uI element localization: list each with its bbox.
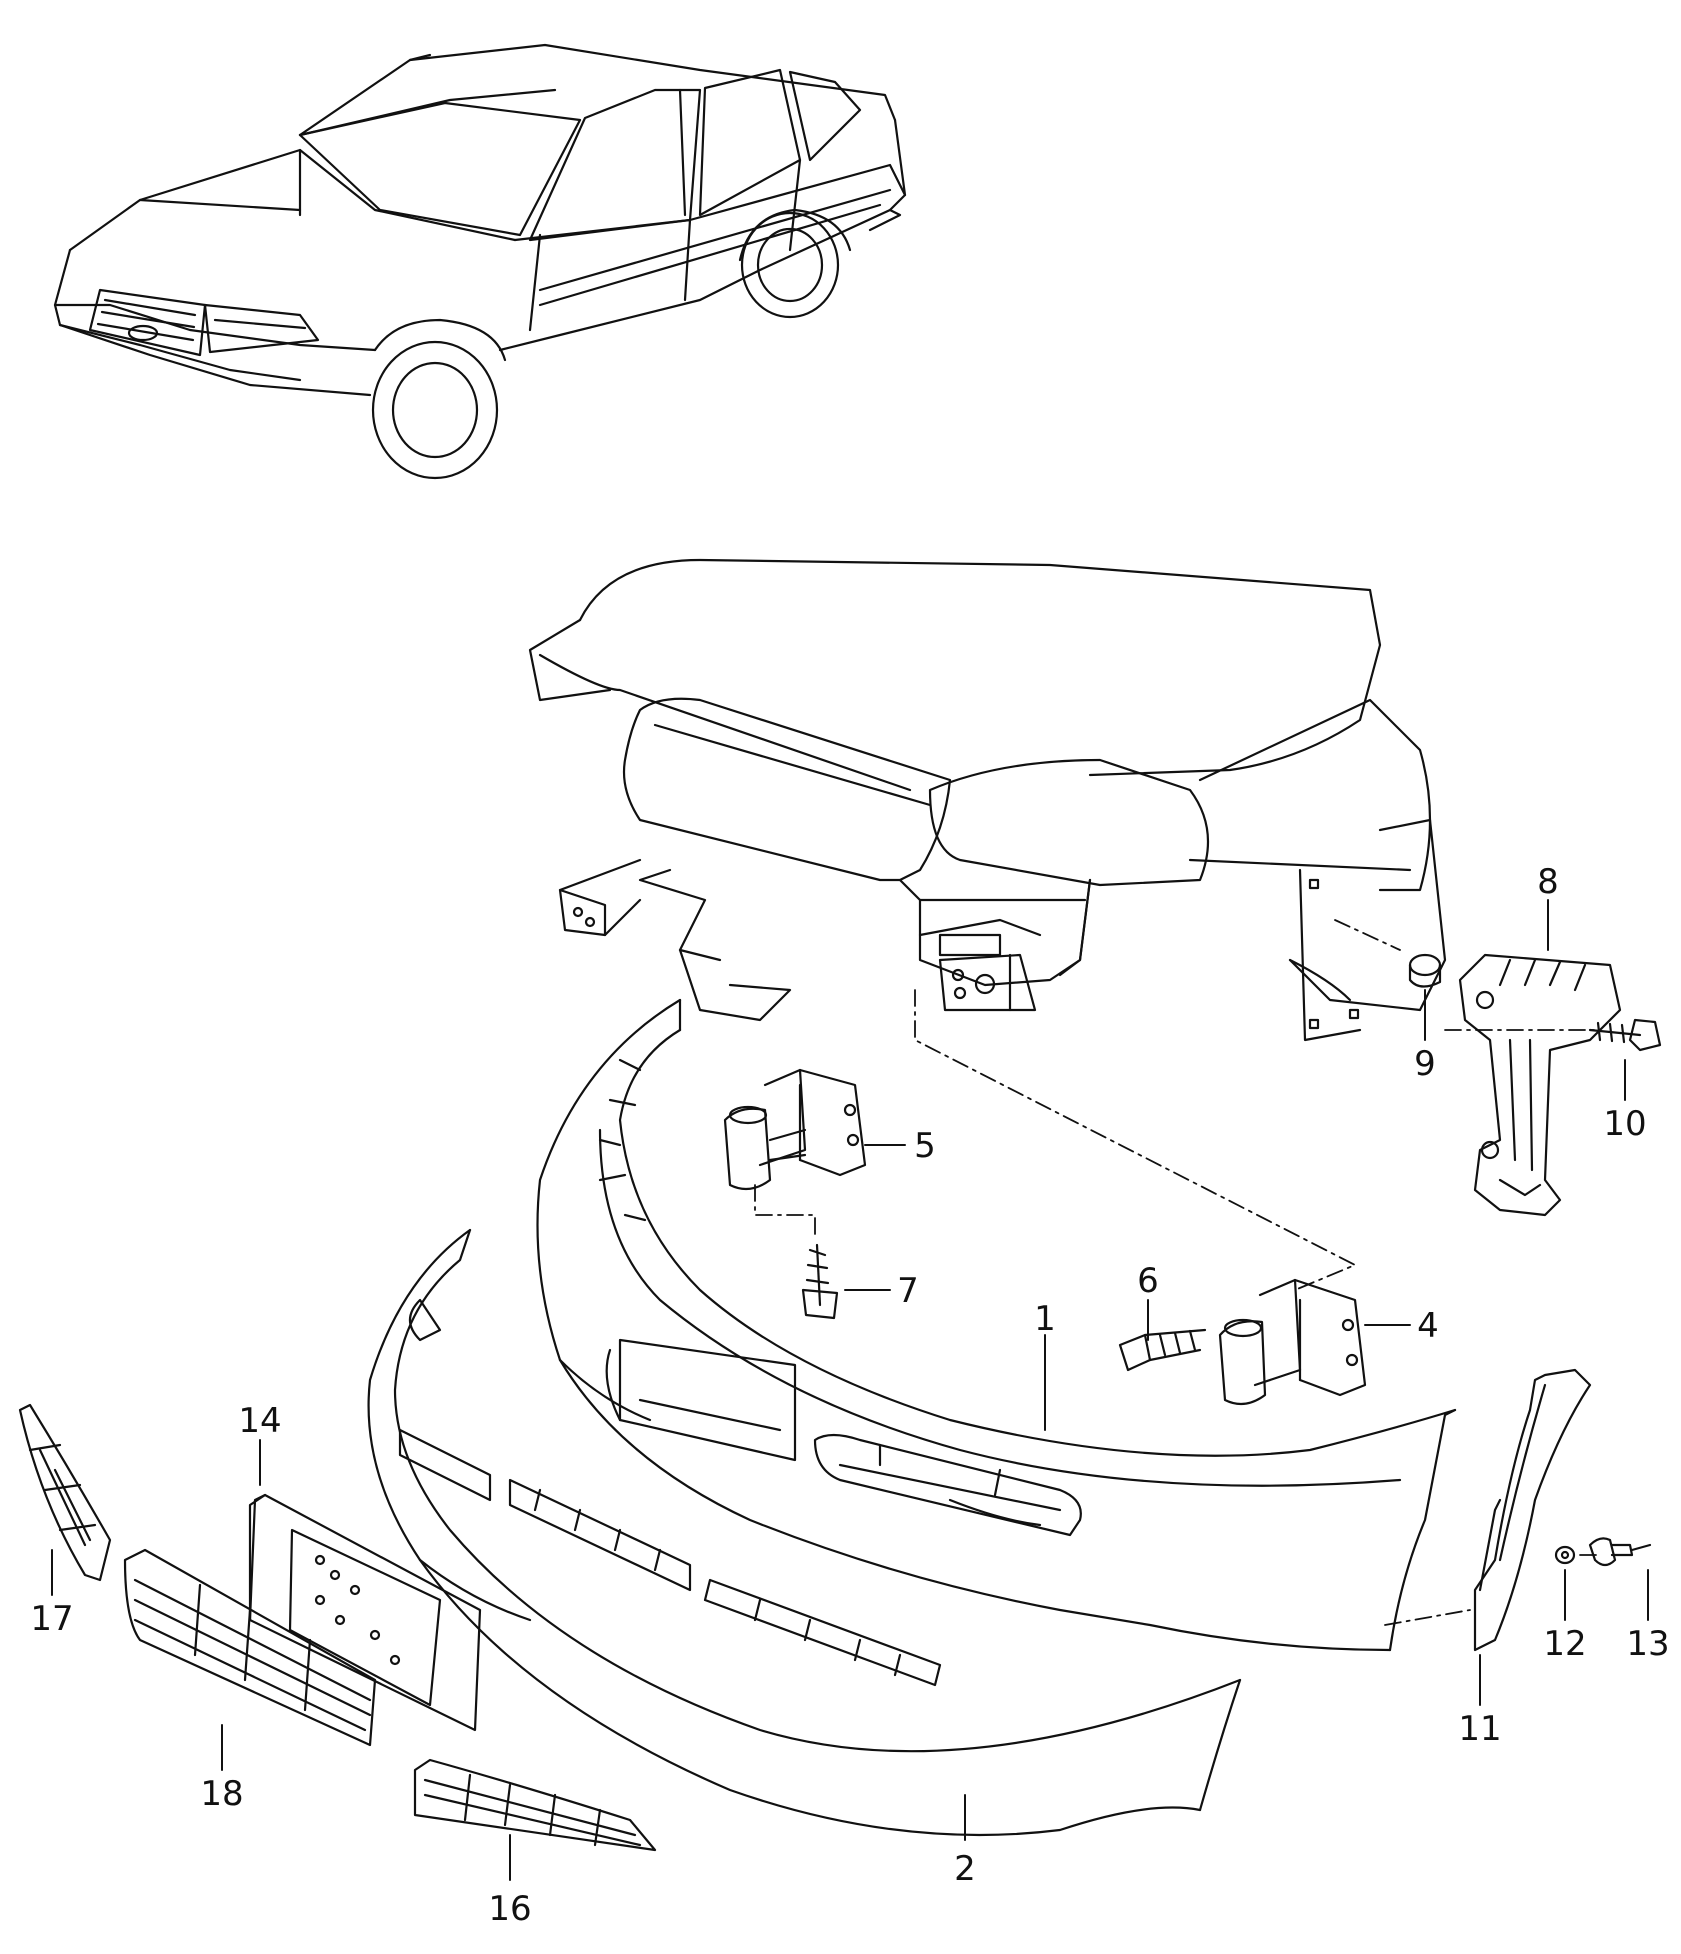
corner-trim (1473, 1368, 1592, 1652)
callout-17: 17 (30, 1599, 73, 1639)
callout-labels: 1 2 4 5 6 7 8 9 10 11 12 13 14 16 17 18 (30, 862, 1669, 1929)
callout-5: 5 (914, 1126, 936, 1166)
callout-16: 16 (488, 1889, 531, 1929)
callout-13: 13 (1626, 1624, 1669, 1664)
callout-14: 14 (238, 1401, 281, 1441)
callout-12: 12 (1543, 1624, 1586, 1664)
bolt (1118, 1328, 1207, 1372)
mounting-bracket-upper (723, 1068, 867, 1191)
callout-4: 4 (1417, 1306, 1439, 1346)
reference-car-illustration (53, 43, 907, 480)
washer (1554, 1545, 1576, 1565)
callout-1: 1 (1034, 1299, 1056, 1339)
clip-nut (1408, 953, 1442, 988)
callout-11: 11 (1458, 1709, 1501, 1749)
lower-spoiler (367, 1228, 1242, 1837)
screw-upper (801, 1243, 839, 1320)
assembly-lines (754, 919, 1601, 1626)
leader-lines (51, 899, 1649, 1881)
bumper-cover (536, 998, 1457, 1652)
spread-rivet (1588, 1537, 1652, 1567)
license-plate-bracket (248, 1493, 482, 1732)
side-guide-bracket (1458, 953, 1622, 1217)
grille-insert-center (123, 1548, 377, 1747)
callout-18: 18 (200, 1774, 243, 1814)
mounting-bracket-lower (1218, 1278, 1367, 1406)
callout-7: 7 (897, 1271, 919, 1311)
vehicle-front-end-body (528, 558, 1447, 1042)
callout-9: 9 (1414, 1044, 1436, 1084)
screw-side (1588, 1018, 1662, 1052)
callout-2: 2 (954, 1849, 976, 1889)
grille-insert-left (18, 1403, 112, 1582)
callout-6: 6 (1137, 1261, 1159, 1301)
callout-8: 8 (1537, 862, 1559, 902)
callout-10: 10 (1603, 1104, 1646, 1144)
grille-insert-right (413, 1758, 657, 1852)
